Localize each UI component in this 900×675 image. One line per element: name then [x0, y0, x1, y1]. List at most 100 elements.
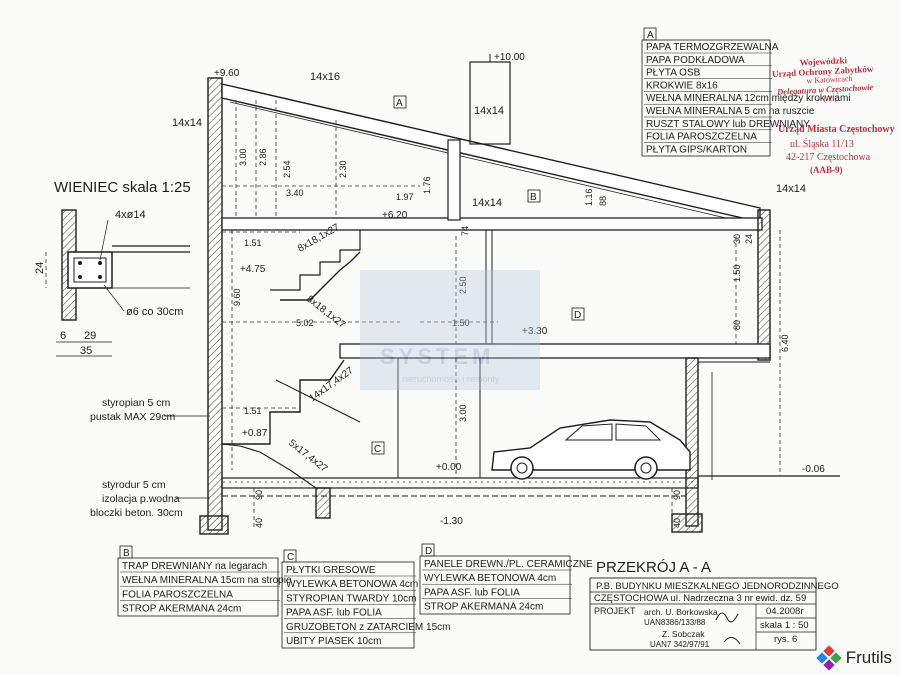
stair-footing — [315, 487, 331, 519]
left-wall — [207, 77, 223, 531]
layers-a-tag: A — [647, 30, 654, 41]
svg-text:w Katowicach: w Katowicach — [806, 74, 852, 85]
section-title: PRZEKRÓJ A - A — [596, 559, 711, 576]
svg-text:2.86: 2.86 — [258, 148, 268, 166]
layers-c-row-0: PŁYTKI GRESOWE — [286, 565, 376, 576]
svg-text:80: 80 — [732, 320, 742, 330]
layers-b-row-2: FOLIA PAROSZCZELNA — [122, 589, 233, 600]
svg-text:3.00: 3.00 — [238, 148, 248, 166]
svg-text:2.30: 2.30 — [338, 160, 348, 178]
level-087: +0.87 — [242, 428, 268, 439]
tag-a: A — [396, 98, 403, 109]
layers-a-row-6: RUSZT STALOWY lub DREWNIANY — [646, 119, 810, 130]
svg-text:1.76: 1.76 — [422, 176, 432, 194]
wieniec-dim-b: 29 — [84, 330, 96, 342]
watermark: SYSTEM nieruchomości i remonty — [360, 270, 540, 390]
wieniec-beam — [67, 251, 113, 289]
frutils-logo-icon — [816, 645, 842, 671]
layers-c-row-1: WYLEWKA BETONOWA 4cm — [286, 579, 418, 590]
wieniec-dim-h: 24 — [34, 262, 46, 274]
beam-label-2: 14x14 — [172, 117, 202, 129]
title-projekt: PROJEKT — [594, 606, 636, 616]
svg-text:9.60: 9.60 — [232, 288, 242, 306]
layers-d-row-3: STROP AKERMANA 24cm — [424, 602, 543, 613]
beam-label-3: 14x14 — [474, 105, 504, 117]
svg-text:( 1 ): ( 1 ) — [823, 94, 837, 104]
stair-label-3: 14x17,4x27 — [307, 365, 356, 405]
svg-text:90: 90 — [254, 490, 264, 500]
svg-text:2.54: 2.54 — [282, 160, 292, 178]
svg-text:Urząd Miasta Częstochowy: Urząd Miasta Częstochowy — [778, 124, 895, 135]
layers-a-row-0: PAPA TERMOZGRZEWALNA — [646, 42, 779, 53]
upper-parapet — [469, 61, 511, 145]
level-markers: +9.60 +10.00 +6.20 +4.75 +3.30 +0.87 +0.… — [214, 52, 825, 527]
title-scale: skala 1 : 50 — [760, 620, 809, 631]
note-izolacja: izolacja p.wodna — [102, 493, 180, 505]
tag-c: C — [374, 444, 381, 455]
note-styropian: styropian 5 cm — [102, 397, 171, 409]
stair-flight-lower — [222, 359, 345, 445]
layers-d-row-0: PANELE DREWN./PL. CERAMICZNE — [424, 559, 593, 570]
svg-text:1.51: 1.51 — [244, 238, 262, 248]
signature — [715, 612, 741, 645]
layers-c-row-3: PAPA ASF. lub FOLIA — [286, 608, 382, 619]
svg-text:1.51: 1.51 — [244, 406, 262, 416]
beam-label-5: 14x14 — [776, 183, 806, 195]
title-line-2: CZĘSTOCHOWA ul. Nadrzeczna 3 nr ewid. dz… — [594, 593, 806, 604]
layers-a-row-5: WEŁNA MINERALNA 5 cm na ruszcie — [646, 106, 815, 117]
svg-text:74: 74 — [460, 226, 470, 236]
note-styrodur: styrodur 5 cm — [102, 479, 166, 491]
wall-notes: styropian 5 cm pustak MAX 29cm styrodur … — [90, 397, 210, 519]
svg-text:1.50: 1.50 — [732, 264, 742, 282]
title-date: 04.2008r — [766, 606, 804, 617]
svg-text:3.00: 3.00 — [458, 404, 468, 422]
svg-text:42-217 Częstochowa: 42-217 Częstochowa — [786, 152, 871, 163]
level-peak: +10.00 — [494, 52, 525, 63]
layers-a-row-4: WEŁNA MINERALNA 12cm między krokwiami — [646, 93, 851, 104]
svg-text:88: 88 — [598, 196, 608, 206]
layers-b-row-0: TRAP DREWNIANY na legarach — [122, 561, 267, 572]
note-pustak: pustak MAX 29cm — [90, 411, 175, 423]
watermark-name: SYSTEM — [380, 344, 494, 369]
stair-flight-basement — [221, 443, 317, 489]
svg-text:B: B — [123, 548, 130, 559]
level-620: +6.20 — [382, 210, 408, 221]
wieniec-title: WIENIEC skala 1:25 — [54, 179, 191, 196]
svg-text:1.50: 1.50 — [452, 318, 470, 328]
right-wall-upper — [757, 209, 771, 361]
level-330: +3.30 — [522, 326, 548, 337]
svg-text:ul. Śląska 11/13: ul. Śląska 11/13 — [790, 138, 854, 150]
layers-b-row-1: WEŁNA MINERALNA 15cm na stropie — [122, 575, 292, 586]
author-2: Z. Sobczak — [662, 629, 705, 639]
title-block: PRZEKRÓJ A - A P.B. BUDYNKU MIESZKALNEGO… — [589, 559, 839, 651]
level-m130: -1.30 — [440, 516, 463, 527]
svg-text:40: 40 — [672, 518, 682, 528]
layers-c-row-5: UBITY PIASEK 10cm — [286, 636, 381, 647]
svg-text:1.97: 1.97 — [396, 192, 414, 202]
beam-labels: 14x16 14x14 14x14 14x14 14x14 — [172, 71, 806, 209]
svg-text:30: 30 — [732, 234, 742, 244]
layers-c-row-4: GRUZOBETON z ZATARCIEM 15cm — [286, 622, 450, 633]
svg-text:2.50: 2.50 — [458, 276, 468, 294]
svg-text:C: C — [287, 552, 294, 563]
first-floor-slab — [339, 343, 771, 359]
layers-a-row-3: KROKWIE 8x16 — [646, 80, 718, 91]
level-top-left: +9.60 — [214, 68, 240, 79]
svg-text:90: 90 — [672, 490, 682, 500]
section-tags: A B C D — [371, 95, 585, 455]
layers-d-row-1: WYLEWKA BETONOWA 4cm — [424, 573, 556, 584]
knee-wall — [447, 139, 461, 221]
wieniec-dim-total: 35 — [80, 345, 92, 357]
svg-text:1.16: 1.16 — [584, 188, 594, 206]
layers-d-row-2: PAPA ASF. lub FOLIA — [424, 587, 520, 598]
watermark-tagline: nieruchomości i remonty — [402, 374, 500, 384]
tag-d: D — [574, 310, 581, 321]
svg-text:40: 40 — [254, 518, 264, 528]
ground-slab — [221, 477, 699, 489]
stair-flight-mid — [280, 251, 361, 301]
wieniec-stirrup — [73, 257, 107, 283]
